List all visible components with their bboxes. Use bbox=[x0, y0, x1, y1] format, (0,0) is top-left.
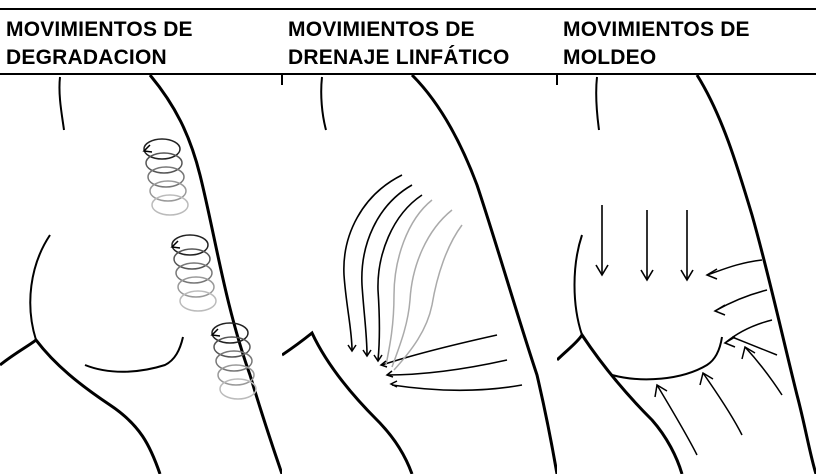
column-divider-tick bbox=[556, 75, 558, 85]
circular-movement-group bbox=[170, 234, 217, 312]
body-contour bbox=[0, 337, 162, 474]
drainage-curve-group bbox=[343, 174, 523, 392]
circular-movement-group bbox=[142, 138, 189, 216]
table-top-border bbox=[0, 8, 816, 10]
body-contour bbox=[410, 75, 557, 474]
body-contour bbox=[148, 75, 282, 474]
drainage-curve-group bbox=[385, 199, 463, 371]
column-header-lymphatic-drainage: MOVIMIENTOS DE DRENAJE LINFÁTICO bbox=[288, 16, 551, 73]
circular-movement-group bbox=[210, 322, 257, 400]
header-line-1: MOVIMIENTOS DE bbox=[6, 18, 193, 41]
body-contour bbox=[320, 76, 327, 131]
column-lymphatic-drainage: MOVIMIENTOS DE DRENAJE LINFÁTICO bbox=[282, 10, 557, 474]
body-contour bbox=[29, 234, 51, 341]
body-contour bbox=[58, 76, 65, 131]
header-line-2: DRENAJE LINFÁTICO bbox=[288, 46, 510, 69]
body-contour bbox=[695, 75, 816, 474]
column-molding: MOVIMIENTOS DE MOLDEO bbox=[557, 10, 816, 474]
degradation-illustration bbox=[0, 75, 282, 474]
body-contour bbox=[84, 336, 184, 373]
body-contour bbox=[595, 76, 600, 131]
downward-arrow-group bbox=[595, 205, 694, 282]
body-contour bbox=[611, 336, 723, 381]
column-degradation: MOVIMIENTOS DE DEGRADACION bbox=[0, 10, 282, 474]
lateral-arrow-group bbox=[705, 259, 778, 356]
header-line-2: MOLDEO bbox=[563, 46, 657, 69]
header-divider bbox=[0, 73, 816, 75]
arrowhead-group bbox=[347, 344, 398, 388]
molding-illustration bbox=[557, 75, 816, 474]
header-line-2: DEGRADACION bbox=[6, 46, 167, 69]
column-divider-tick bbox=[281, 75, 283, 85]
header-line-1: MOVIMIENTOS DE bbox=[288, 18, 475, 41]
body-contour bbox=[282, 330, 414, 474]
header-line-1: MOVIMIENTOS DE bbox=[563, 18, 750, 41]
lymphatic-drainage-illustration bbox=[282, 75, 557, 474]
column-header-molding: MOVIMIENTOS DE MOLDEO bbox=[563, 16, 810, 73]
column-header-degradation: MOVIMIENTOS DE DEGRADACION bbox=[6, 16, 276, 73]
upward-arrow-group bbox=[654, 345, 783, 456]
body-contour bbox=[557, 332, 684, 474]
body-contour bbox=[573, 234, 583, 336]
